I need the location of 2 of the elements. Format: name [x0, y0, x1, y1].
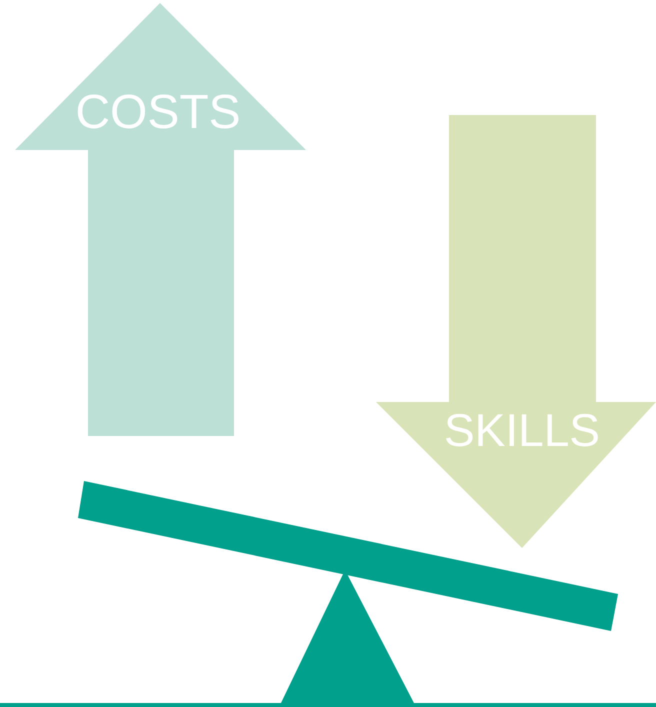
arrow-label: COSTS — [75, 89, 241, 137]
arrow-label: SKILLS — [444, 407, 600, 453]
